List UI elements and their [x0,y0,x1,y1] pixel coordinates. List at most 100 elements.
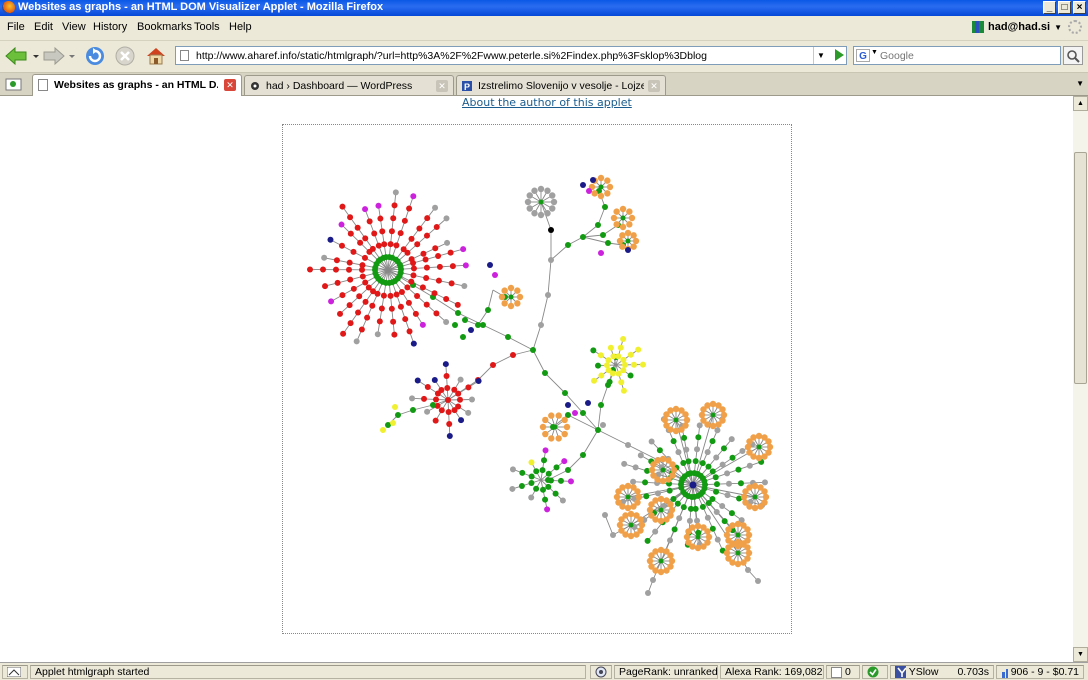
graph-node[interactable] [624,482,632,490]
graph-node[interactable] [604,190,611,197]
graph-node[interactable] [555,412,562,419]
graph-node[interactable] [626,221,633,228]
graph-node[interactable] [333,266,340,273]
graph-node[interactable] [666,487,673,494]
graph-node[interactable] [605,240,611,246]
graph-node[interactable] [676,515,683,522]
graph-node[interactable] [694,522,702,530]
graph-node[interactable] [704,514,711,521]
graph-node[interactable] [714,427,721,434]
graph-node[interactable] [650,577,656,583]
graph-node[interactable] [650,461,657,468]
graph-node[interactable] [752,494,758,500]
graph-node[interactable] [615,488,622,495]
graph-node[interactable] [648,552,655,559]
graph-node[interactable] [597,174,605,182]
graph-node[interactable] [681,434,688,441]
graph-node[interactable] [683,446,690,453]
graph-node[interactable] [410,260,417,267]
graph-node[interactable] [590,177,596,183]
graph-node[interactable] [540,486,547,493]
graph-node[interactable] [421,395,428,402]
graph-node[interactable] [740,493,748,501]
graph-node[interactable] [645,590,651,596]
graph-node[interactable] [410,340,417,347]
graph-node[interactable] [346,259,353,266]
graph-node[interactable] [724,492,731,499]
graph-node[interactable] [321,254,328,261]
graph-node[interactable] [654,490,661,497]
graph-node[interactable] [433,396,440,403]
graph-node[interactable] [585,400,591,406]
graph-node[interactable] [667,537,674,544]
graph-node[interactable] [447,249,454,256]
graph-node[interactable] [709,438,716,445]
graph-node[interactable] [713,488,720,495]
graph-node[interactable] [692,458,699,465]
pagerank-icon[interactable] [590,665,612,679]
graph-node[interactable] [663,497,670,504]
graph-node[interactable] [724,470,731,477]
graph-node[interactable] [369,302,376,309]
graph-node[interactable] [475,322,481,328]
graph-node[interactable] [598,402,604,408]
graph-node[interactable] [659,477,667,485]
graph-node[interactable] [723,531,731,539]
graph-node[interactable] [660,502,667,509]
graph-node[interactable] [630,503,637,510]
graph-node[interactable] [630,478,637,485]
graph-node[interactable] [728,510,735,517]
graph-node[interactable] [685,528,692,535]
graph-node[interactable] [487,262,493,268]
graph-node[interactable] [542,447,549,454]
graph-node[interactable] [620,215,626,221]
graph-node[interactable] [595,222,601,228]
graph-node[interactable] [390,420,396,426]
graph-node[interactable] [710,412,716,418]
graph-node[interactable] [378,305,385,312]
graph-node[interactable] [397,303,404,310]
graph-node[interactable] [670,495,677,502]
url-text[interactable]: http://www.aharef.info/static/htmlgraph/… [196,50,707,62]
graph-node[interactable] [354,224,361,231]
graph-node[interactable] [530,347,536,353]
graph-node[interactable] [391,331,398,338]
graph-node[interactable] [545,483,552,490]
graph-node[interactable] [468,327,474,333]
graph-node[interactable] [528,479,535,486]
graph-node[interactable] [544,210,551,217]
graph-node[interactable] [746,484,753,491]
graph-node[interactable] [542,370,548,376]
menu-history[interactable]: History [93,21,128,33]
graph-node[interactable] [678,426,685,433]
graph-node[interactable] [657,568,665,576]
graph-node[interactable] [620,335,627,342]
graph-node[interactable] [668,506,676,514]
graph-node[interactable] [443,373,450,380]
graph-node[interactable] [700,543,707,550]
graph-node[interactable] [756,444,762,450]
graph-node[interactable] [621,361,628,368]
graph-node[interactable] [436,263,443,270]
graph-node[interactable] [735,532,741,538]
graph-node[interactable] [432,204,439,211]
graph-node[interactable] [438,407,445,414]
graph-node[interactable] [561,430,568,438]
dom-graph-canvas[interactable] [283,125,791,633]
graph-node[interactable] [347,320,354,327]
graph-node[interactable] [729,540,736,547]
graph-node[interactable] [761,499,768,506]
graph-node[interactable] [694,446,701,453]
page-stats[interactable]: 906 - 9 - $0.71 [996,665,1084,679]
graph-node[interactable] [365,284,372,291]
graph-node[interactable] [350,285,357,292]
graph-node[interactable] [719,461,726,468]
graph-node[interactable] [549,205,556,212]
graph-node[interactable] [371,230,378,237]
graph-node[interactable] [451,407,458,414]
tab-websites-as-graphs[interactable]: Websites as graphs - an HTML D... ✕ [32,74,242,96]
graph-node[interactable] [562,390,568,396]
graph-node[interactable] [685,458,692,465]
graph-node[interactable] [565,467,571,473]
graph-node[interactable] [431,376,438,383]
